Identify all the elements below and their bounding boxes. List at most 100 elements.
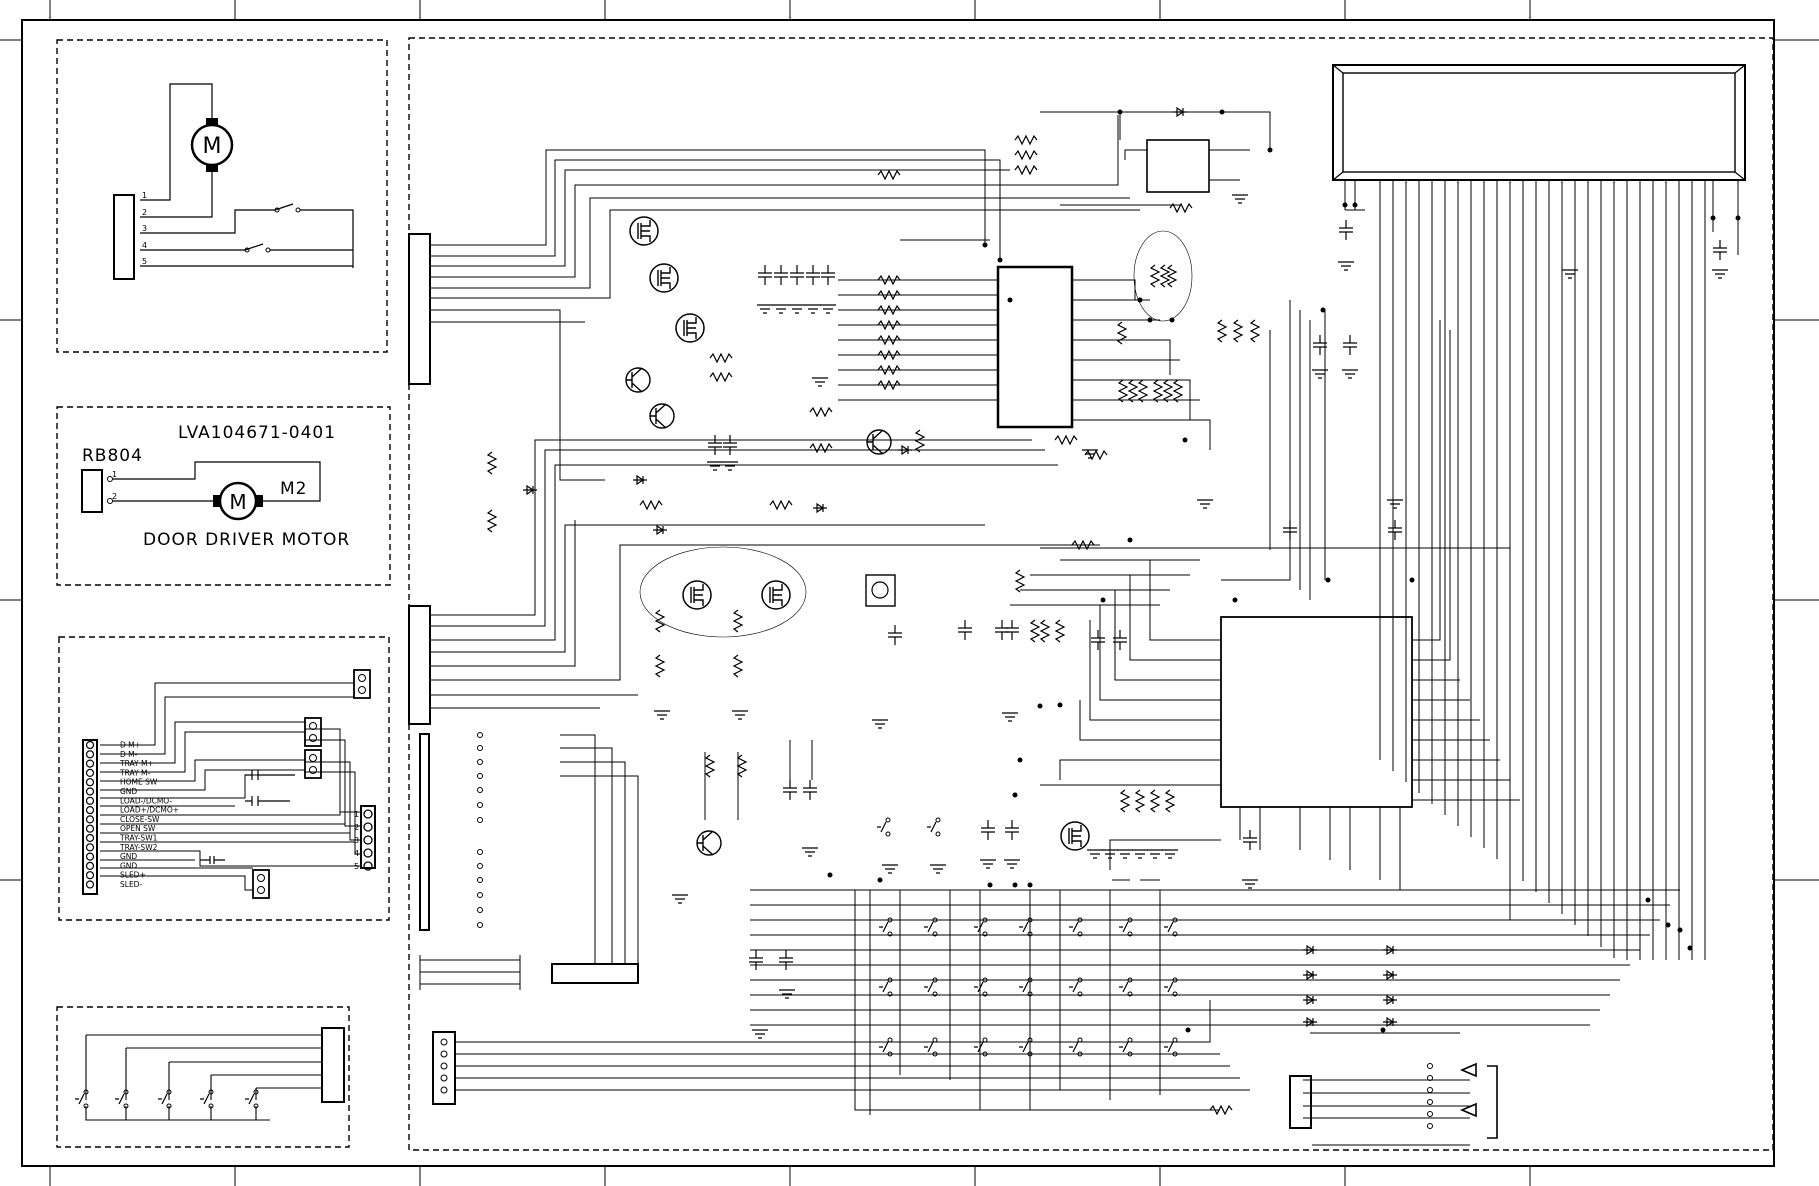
capacitor [802, 779, 818, 801]
motor-symbol: M [190, 118, 234, 172]
wire [430, 439, 1100, 709]
tray-signal-label: LOAD-/DCMO- [120, 796, 172, 805]
tray-pin [85, 750, 95, 759]
tray-pin [85, 815, 95, 824]
resistor [877, 170, 901, 180]
resistor [1117, 321, 1127, 345]
capacitor [994, 619, 1010, 641]
connector-pin [1427, 1123, 1433, 1129]
ground-symbol [731, 710, 749, 720]
connector-pin [1427, 1063, 1433, 1069]
tact-switch [1163, 977, 1178, 997]
wire [1412, 320, 1520, 801]
diode [1302, 945, 1318, 955]
junction-dot [1007, 297, 1013, 303]
resistor [1173, 379, 1183, 403]
door-motor-symbol: M [213, 481, 263, 521]
capacitor [980, 819, 996, 841]
wire [848, 159, 1180, 241]
junction-dot [1320, 307, 1326, 313]
connector-pin [1427, 1111, 1433, 1117]
tray-right-pin [363, 809, 373, 819]
tact-switch [1118, 1037, 1133, 1057]
ground-symbol [1341, 369, 1359, 379]
junction-dot [987, 882, 993, 888]
tray-pin [85, 787, 95, 796]
tray-pin [85, 805, 95, 815]
wire [430, 115, 1140, 481]
ground-symbol [671, 894, 689, 904]
wire [1221, 300, 1326, 600]
ground-symbol [979, 859, 997, 869]
tray-pin [85, 824, 95, 833]
connector-pin [477, 877, 483, 883]
resistor [1163, 379, 1173, 403]
ground-symbol [778, 989, 796, 999]
wire [1010, 547, 1511, 920]
connector-pin [477, 787, 483, 793]
junction-dot [1219, 109, 1225, 115]
tray-pin [85, 880, 95, 889]
tray-pin [85, 871, 95, 880]
display-gnd-lead [1712, 180, 1739, 255]
resistor [769, 500, 793, 510]
resistor [1030, 619, 1040, 643]
capacitor [1242, 829, 1258, 851]
tact-switch [1118, 977, 1133, 997]
resistor [1015, 569, 1025, 593]
connector-ref-label: RB804 [82, 446, 143, 466]
door-pin-1: 1 [112, 470, 117, 479]
junction-dot [997, 257, 1003, 263]
tray-connector-block: D M+D M-TRAY M+TRAY M-HOME SWGNDLOAD-/DC… [58, 636, 390, 921]
ground-symbol [772, 304, 790, 314]
wire [1303, 1079, 1470, 1119]
junction-dot [1677, 927, 1683, 933]
pin-3: 3 [142, 224, 147, 233]
resistor [1150, 789, 1160, 813]
diode [1302, 995, 1318, 1005]
junction-dot [1117, 109, 1123, 115]
resistor [705, 754, 715, 778]
junction-dot [1169, 317, 1175, 323]
resistor [1014, 150, 1038, 160]
connector-pin [477, 849, 483, 855]
resistor [1250, 319, 1260, 343]
resistor [1014, 135, 1038, 145]
ground-symbol [1161, 849, 1179, 859]
connector-pin [477, 759, 483, 765]
ground-symbol [1711, 269, 1729, 279]
wire [419, 955, 521, 990]
resistor [733, 609, 743, 633]
ic-regulator [1146, 139, 1210, 193]
junction-dot [827, 872, 833, 878]
ic-driver [996, 265, 1074, 429]
resistor [809, 443, 833, 453]
capacitor [722, 434, 738, 456]
diode [652, 525, 668, 535]
ground-symbol [811, 377, 829, 387]
tray-pin [85, 843, 95, 852]
ground-symbol [1386, 499, 1404, 509]
door-motor-symbol-label: M [229, 490, 246, 514]
tact-switch [923, 977, 938, 997]
connector-pin [477, 863, 483, 869]
capacitor [1338, 219, 1354, 241]
ground-symbol [1131, 849, 1149, 859]
junction-dot [1012, 792, 1018, 798]
resistor [733, 654, 743, 678]
ground-symbol [653, 710, 671, 720]
resistor [1040, 619, 1050, 643]
resistor [1014, 165, 1038, 175]
ground-symbol [1561, 269, 1579, 279]
tray-right-pin [363, 835, 373, 845]
tray-right-pin [363, 861, 373, 871]
connector-pin [477, 817, 483, 823]
resistor [1118, 379, 1128, 403]
tray-signal-label: LOAD+/DCMO+ [120, 806, 179, 815]
tray-signal-label: GND [120, 852, 137, 861]
resistor [1138, 379, 1148, 403]
ground-symbol [721, 461, 739, 471]
resistor [1128, 379, 1138, 403]
diode [1172, 107, 1188, 117]
